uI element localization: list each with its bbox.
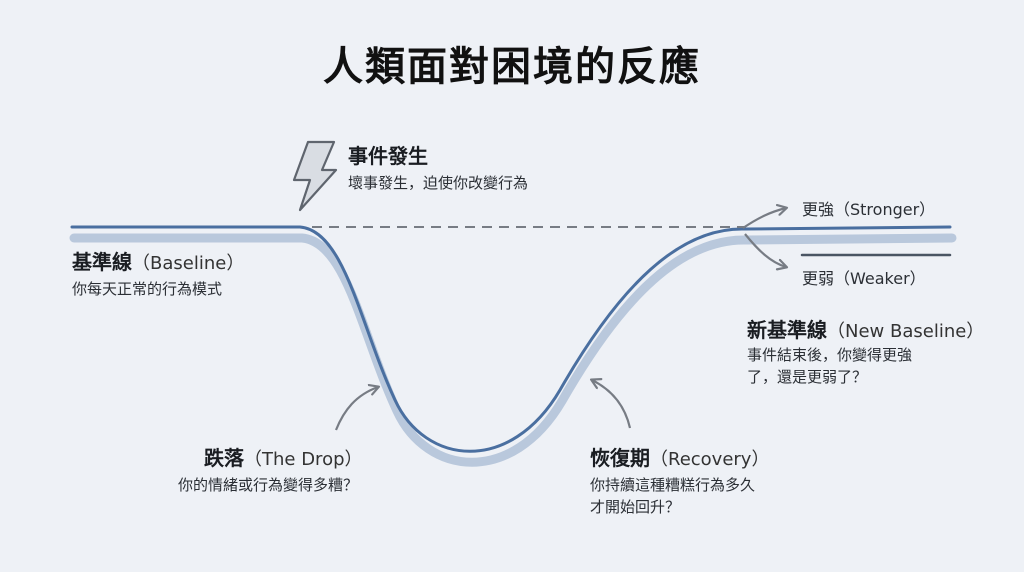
recovery-en: （Recovery） (650, 449, 770, 470)
baseline-label: 基準線（Baseline） 你每天正常的行為模式 (72, 246, 244, 301)
event-label: 事件發生 壞事發生，迫使你改變行為 (348, 140, 528, 195)
lightning-bolt-icon (292, 140, 338, 212)
drop-label: 跌落（The Drop） 你的情緒或行為變得多糟？ (178, 442, 363, 497)
drop-desc: 你的情緒或行為變得多糟？ (178, 476, 359, 494)
drop-title: 跌落 (204, 446, 244, 470)
weaker-label: 更弱（Weaker） (802, 269, 926, 288)
stronger-arrow (742, 208, 786, 229)
baseline-en: （Baseline） (132, 253, 245, 274)
recovery-pointer-arrow (592, 380, 632, 429)
new-baseline-desc-1: 事件結束後，你變得更強 (747, 346, 913, 364)
behavior-curve (70, 225, 952, 453)
stronger-label: 更強（Stronger） (802, 200, 936, 219)
new-baseline-label: 新基準線（New Baseline） 事件結束後，你變得更強 了，還是更弱了？ (747, 314, 984, 389)
baseline-desc: 你每天正常的行為模式 (72, 280, 223, 298)
page-title: 人類面對困境的反應 (323, 44, 701, 90)
weaker-arrow (744, 233, 786, 267)
new-baseline-en: （New Baseline） (827, 321, 985, 342)
event-title: 事件發生 (348, 144, 428, 168)
recovery-label: 恢復期（Recovery） 你持續這種糟糕行為多久 才開始回升？ (590, 442, 769, 519)
curve-shadow (69, 233, 957, 467)
recovery-title: 恢復期 (590, 446, 650, 470)
new-baseline-title: 新基準線 (747, 318, 827, 342)
new-baseline-desc-2: 了，還是更弱了？ (747, 367, 868, 386)
drop-pointer-arrow (334, 387, 378, 431)
event-desc: 壞事發生，迫使你改變行為 (348, 174, 529, 192)
recovery-desc-1: 你持續這種糟糕行為多久 (590, 476, 756, 494)
drop-en: （The Drop） (244, 449, 363, 470)
baseline-title: 基準線 (72, 250, 132, 274)
recovery-desc-2: 才開始回升？ (590, 497, 681, 516)
